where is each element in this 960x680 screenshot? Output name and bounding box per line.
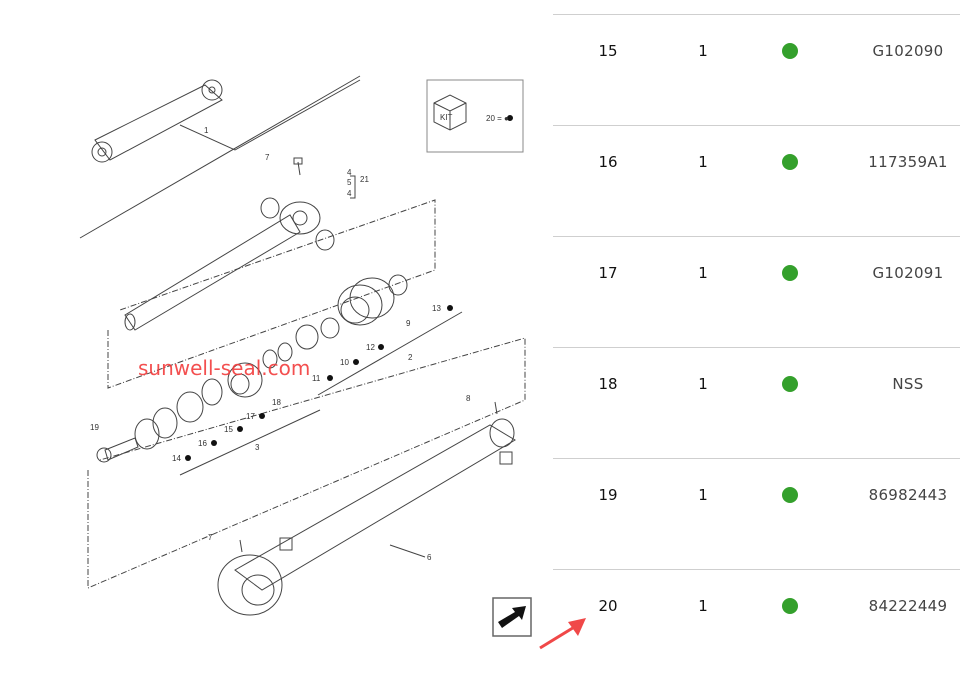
quantity: 1 [698, 486, 708, 504]
table-row[interactable]: 16 1 117359A1 [553, 125, 960, 236]
availability-dot-icon [782, 265, 798, 281]
cylinder-assembly-drawing [79, 75, 361, 239]
table-row[interactable]: 17 1 G102091 [553, 236, 960, 347]
callout: 6 [427, 553, 432, 562]
callout: 5 [347, 178, 352, 187]
part-number[interactable]: G102090 [872, 42, 944, 60]
piston-rod-drawing [124, 157, 335, 331]
callout: 15 [224, 425, 233, 434]
part-number[interactable]: 117359A1 [868, 153, 948, 171]
availability-dot-icon [782, 376, 798, 392]
piston-seals-drawing [96, 274, 408, 463]
ref-number: 16 [598, 153, 618, 171]
availability-dot-icon [782, 487, 798, 503]
table-row[interactable]: 15 1 G102090 [553, 14, 960, 125]
callout: 7 [265, 153, 270, 162]
callout: 7 [208, 533, 213, 542]
ref-number: 18 [598, 375, 618, 393]
kit-dots [185, 305, 453, 461]
callout: 17 [246, 412, 255, 421]
availability-dot-icon [782, 154, 798, 170]
availability-dot-icon [782, 598, 798, 614]
ref-number: 19 [598, 486, 618, 504]
cylinder-barrel-drawing [217, 401, 516, 616]
part-number[interactable]: G102091 [872, 264, 944, 282]
ref-number: 17 [598, 264, 618, 282]
table-row[interactable]: 18 1 NSS [553, 347, 960, 458]
quantity: 1 [698, 42, 708, 60]
callout: 21 [360, 175, 369, 184]
callout: 10 [340, 358, 349, 367]
callout-labels: 1 7 4 5 21 4 13 9 12 10 11 2 18 17 15 16… [90, 126, 471, 562]
quantity: 1 [698, 597, 708, 615]
callout: 9 [406, 319, 411, 328]
callout: 19 [90, 423, 99, 432]
callout: 4 [347, 168, 352, 177]
quantity: 1 [698, 375, 708, 393]
ref-number: 15 [598, 42, 618, 60]
annotation-arrow-icon [539, 618, 586, 650]
part-number[interactable]: NSS [892, 375, 924, 393]
ref-number: 20 [598, 597, 618, 615]
callout: 11 [312, 374, 321, 383]
callout: 13 [432, 304, 441, 313]
parts-table: 15 1 G102090 16 1 117359A1 17 1 G102091 … [553, 14, 960, 680]
watermark: sunwell-seal.com [138, 356, 311, 380]
callout: 2 [408, 353, 413, 362]
callout: 1 [204, 126, 209, 135]
part-number[interactable]: 86982443 [868, 486, 948, 504]
table-row[interactable]: 19 1 86982443 [553, 458, 960, 569]
callout: 8 [466, 394, 471, 403]
exit-icon [498, 606, 526, 628]
kit-label: KIT [440, 113, 453, 122]
callout: 18 [272, 398, 281, 407]
quantity: 1 [698, 153, 708, 171]
callout: 12 [366, 343, 375, 352]
exploded-parts-diagram: KIT 20 = ● 1 7 4 5 21 4 13 9 12 10 11 2 … [79, 75, 532, 637]
quantity: 1 [698, 264, 708, 282]
part-number[interactable]: 84222449 [868, 597, 948, 615]
callout: 16 [198, 439, 207, 448]
callout: 14 [172, 454, 181, 463]
availability-dot-icon [782, 43, 798, 59]
table-row[interactable]: 20 1 84222449 [553, 569, 960, 680]
kit-note: 20 = ● [486, 114, 509, 123]
callout: 4 [347, 189, 352, 198]
callout: 3 [255, 443, 260, 452]
